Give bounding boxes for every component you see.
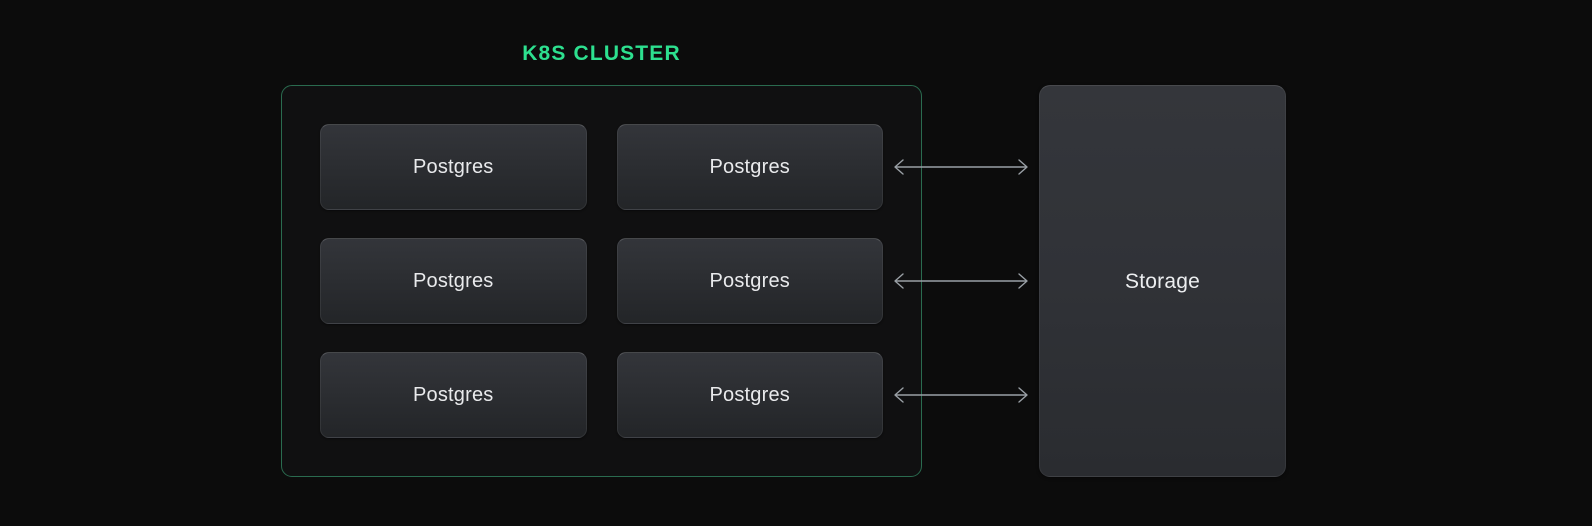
postgres-node[interactable]: Postgres: [320, 238, 587, 324]
postgres-node-label: Postgres: [709, 270, 791, 292]
postgres-node[interactable]: Postgres: [616, 238, 883, 324]
postgres-node-label: Postgres: [412, 384, 494, 406]
storage-box[interactable]: Storage: [1039, 85, 1286, 477]
postgres-node[interactable]: Postgres: [616, 124, 883, 210]
postgres-node-label: Postgres: [412, 156, 494, 178]
postgres-node-grid: Postgres Postgres Postgres Postgres Post…: [320, 124, 883, 438]
postgres-node-label: Postgres: [709, 384, 791, 406]
k8s-cluster-container: Postgres Postgres Postgres Postgres Post…: [281, 85, 922, 477]
postgres-node[interactable]: Postgres: [320, 124, 587, 210]
postgres-node[interactable]: Postgres: [616, 352, 883, 438]
page-title: K8S CLUSTER: [522, 42, 681, 65]
postgres-node[interactable]: Postgres: [320, 352, 587, 438]
postgres-node-label: Postgres: [709, 156, 791, 178]
postgres-node-label: Postgres: [412, 270, 494, 292]
storage-label: Storage: [1124, 269, 1201, 293]
